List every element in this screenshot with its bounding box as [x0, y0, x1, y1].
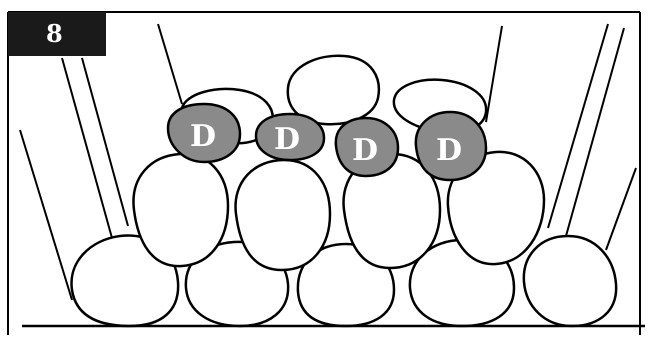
marker-label-4: D [436, 133, 462, 168]
marked-cells [166, 102, 488, 182]
marker-label-3: D [352, 133, 378, 168]
marked-cell-2 [254, 112, 326, 162]
cell [132, 152, 230, 268]
middle-row-cells [132, 150, 546, 272]
marker-label-2: D [274, 122, 300, 157]
step-number-badge: 8 [8, 12, 106, 56]
left-guide-lines [19, 23, 183, 301]
cell [234, 158, 332, 272]
marked-cell-4 [414, 110, 488, 182]
marker-label-1: D [190, 119, 216, 154]
cell [70, 234, 180, 328]
marked-cell-1 [166, 102, 242, 164]
cell [522, 234, 618, 328]
marked-cell-3 [334, 116, 400, 178]
marker-labels: D D D D [190, 119, 462, 168]
bottom-row-cells [70, 234, 618, 328]
right-guide-lines [485, 23, 637, 251]
